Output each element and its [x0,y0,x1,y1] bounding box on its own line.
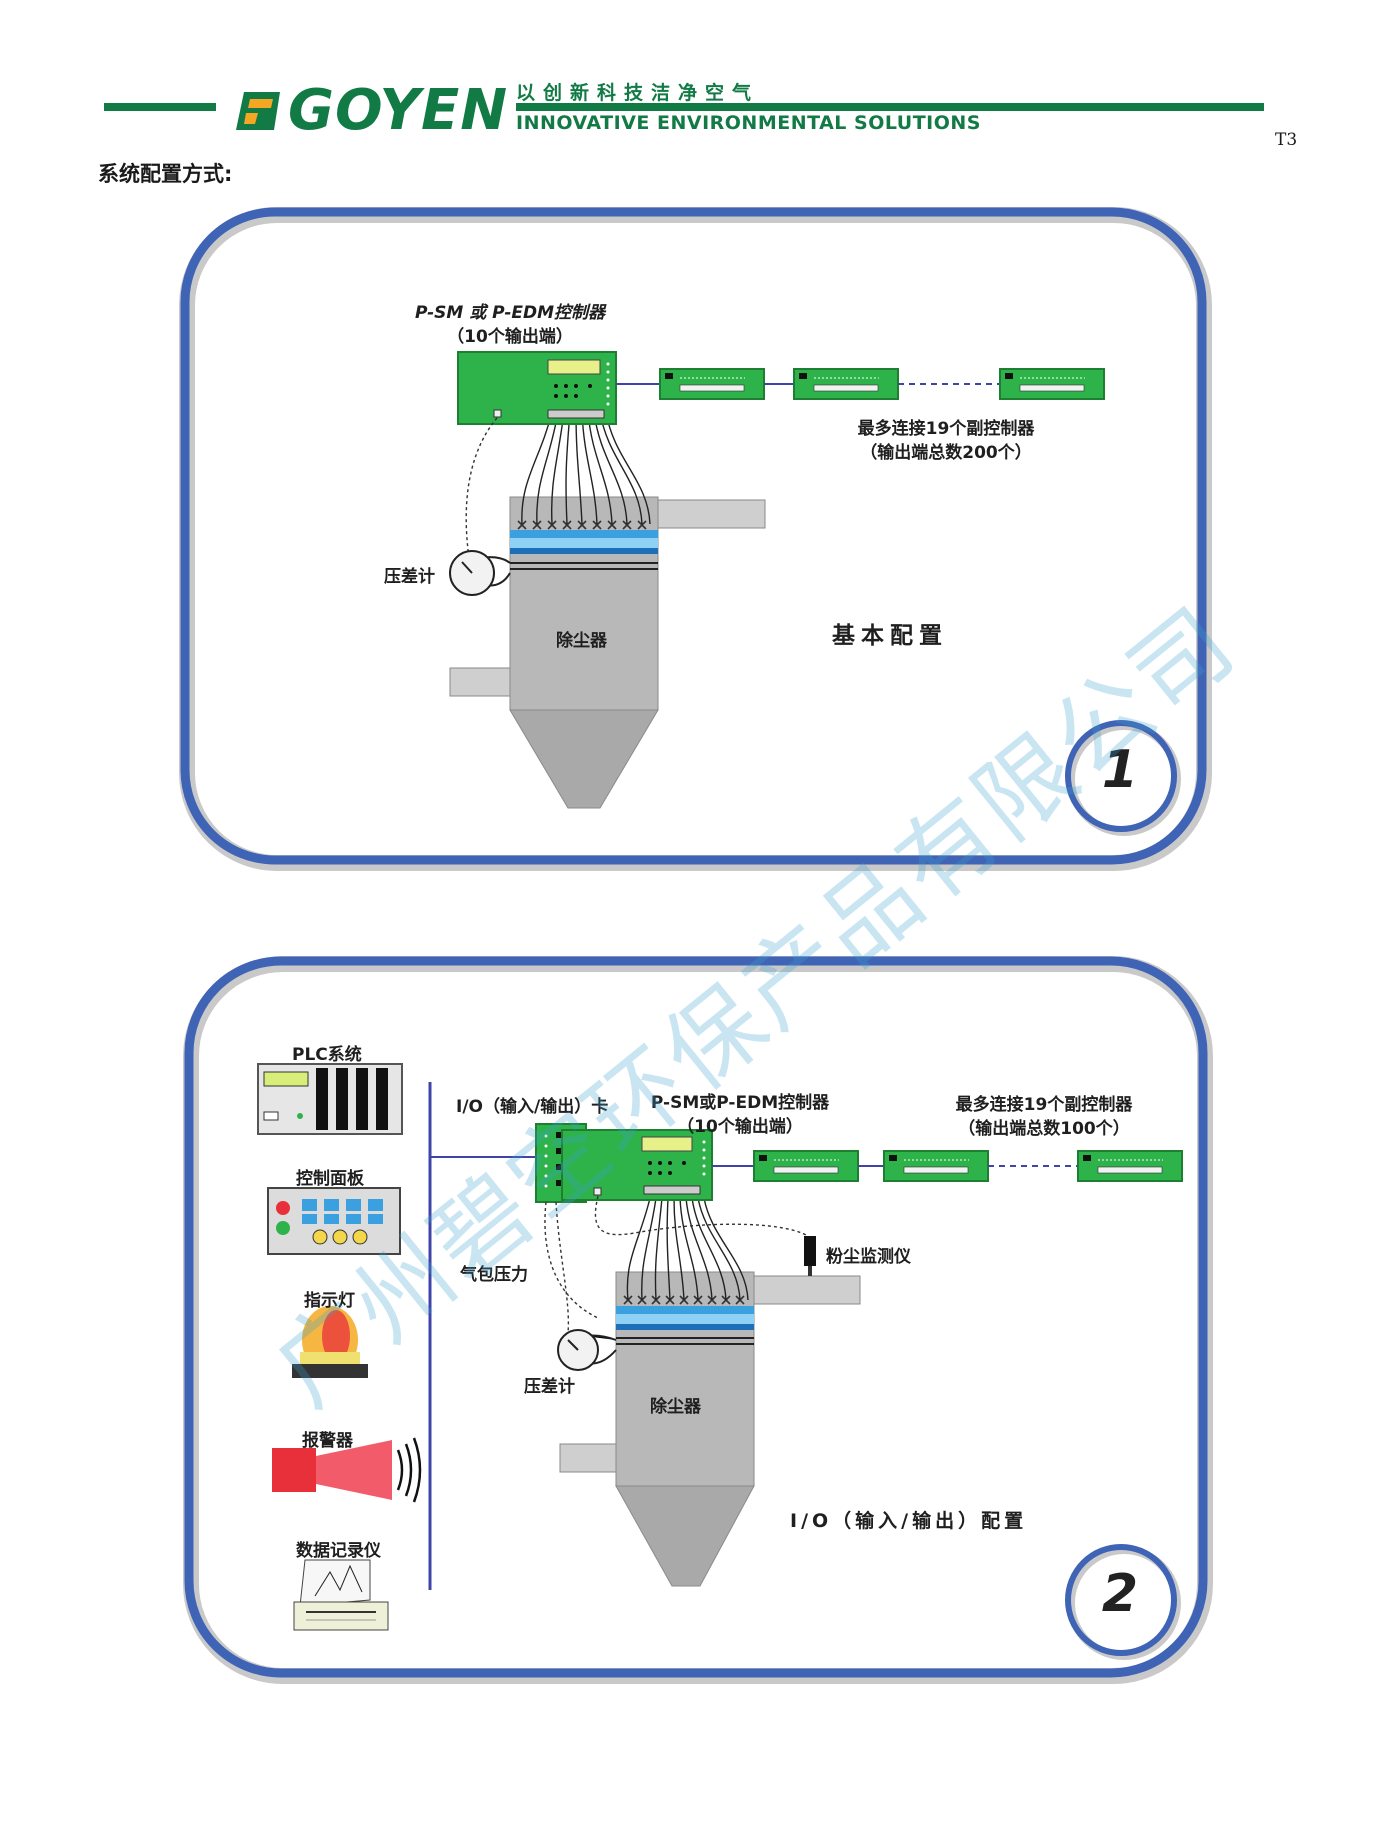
collector-body-2 [615,1271,755,1487]
control-panel-device [267,1187,401,1255]
d1-controller-sub: （10个输出端） [447,327,573,347]
d1-subcontroller-note: 最多连接19个副控制器 [857,419,1035,439]
slogan-chinese: 以创新科技洁净空气 [516,82,760,104]
sub-controller-1b [793,368,899,400]
d2-air-pressure-label: 气包压力 [460,1265,528,1285]
header-rule-left [104,103,216,111]
collector-inlet-pipe-2 [559,1443,619,1473]
collector-outlet-pipe-1 [654,499,766,529]
indicator-light-device [292,1306,368,1378]
d2-subcontroller-note: 最多连接19个副控制器 [955,1095,1133,1115]
d2-io-card-label: I/O（输入/输出）卡 [456,1097,609,1117]
d2-plc-label: PLC系统 [292,1045,362,1065]
d2-recorder-label: 数据记录仪 [296,1541,381,1561]
d2-badge-number: 2 [1101,1564,1139,1624]
sub-controller-2a [753,1150,859,1182]
d2-subcontroller-outputs: （输出端总数100个） [958,1119,1130,1139]
d1-controller-title: P-SM 或 P-EDM控制器 [414,303,606,323]
brand-logo-text: GOYEN [288,78,509,143]
d1-gauge-label: 压差计 [384,567,435,587]
filter-band-1 [510,530,658,538]
collector-inlet-pipe-1 [449,667,513,697]
dust-monitor-device [804,1236,816,1266]
alarm-horn-device [272,1437,422,1503]
filter-band-2 [616,1306,754,1314]
d1-subcontroller-outputs: （输出端总数200个） [860,443,1032,463]
header-rule-right [516,103,1264,111]
collector-hopper-1 [509,709,659,809]
d2-alarm-label: 报警器 [302,1431,353,1451]
sub-controller-2b [883,1150,989,1182]
section-title: 系统配置方式: [98,162,233,186]
d1-config-name: 基本配置 [832,623,948,649]
sub-controller-1a [659,368,765,400]
d2-collector-label: 除尘器 [650,1397,701,1417]
d2-light-label: 指示灯 [304,1291,355,1311]
d2-gauge-label: 压差计 [524,1377,575,1397]
d1-badge-number: 1 [1101,740,1139,800]
d2-dust-monitor-label: 粉尘监测仪 [826,1247,911,1267]
slogan-english: INNOVATIVE ENVIRONMENTAL SOLUTIONS [516,112,981,134]
plc-system-device [257,1063,403,1135]
pressure-gauge-2 [557,1329,617,1371]
pressure-gauge-1 [449,550,511,596]
page-number: T3 [1275,130,1298,150]
d2-config-name: I/O（输入/输出）配置 [790,1510,1028,1532]
d2-panel-label: 控制面板 [296,1169,364,1189]
sub-controller-2c [1077,1150,1183,1182]
d2-controller-sub: （10个输出端） [677,1117,803,1137]
collector-outlet-pipe-2 [751,1275,861,1305]
data-recorder-device [293,1559,389,1631]
goyen-logo-icon [236,92,280,130]
collector-hopper-2 [615,1485,755,1587]
d2-controller-title: P-SM或P-EDM控制器 [650,1093,830,1113]
d1-collector-label: 除尘器 [556,631,607,651]
sub-controller-1c [999,368,1105,400]
